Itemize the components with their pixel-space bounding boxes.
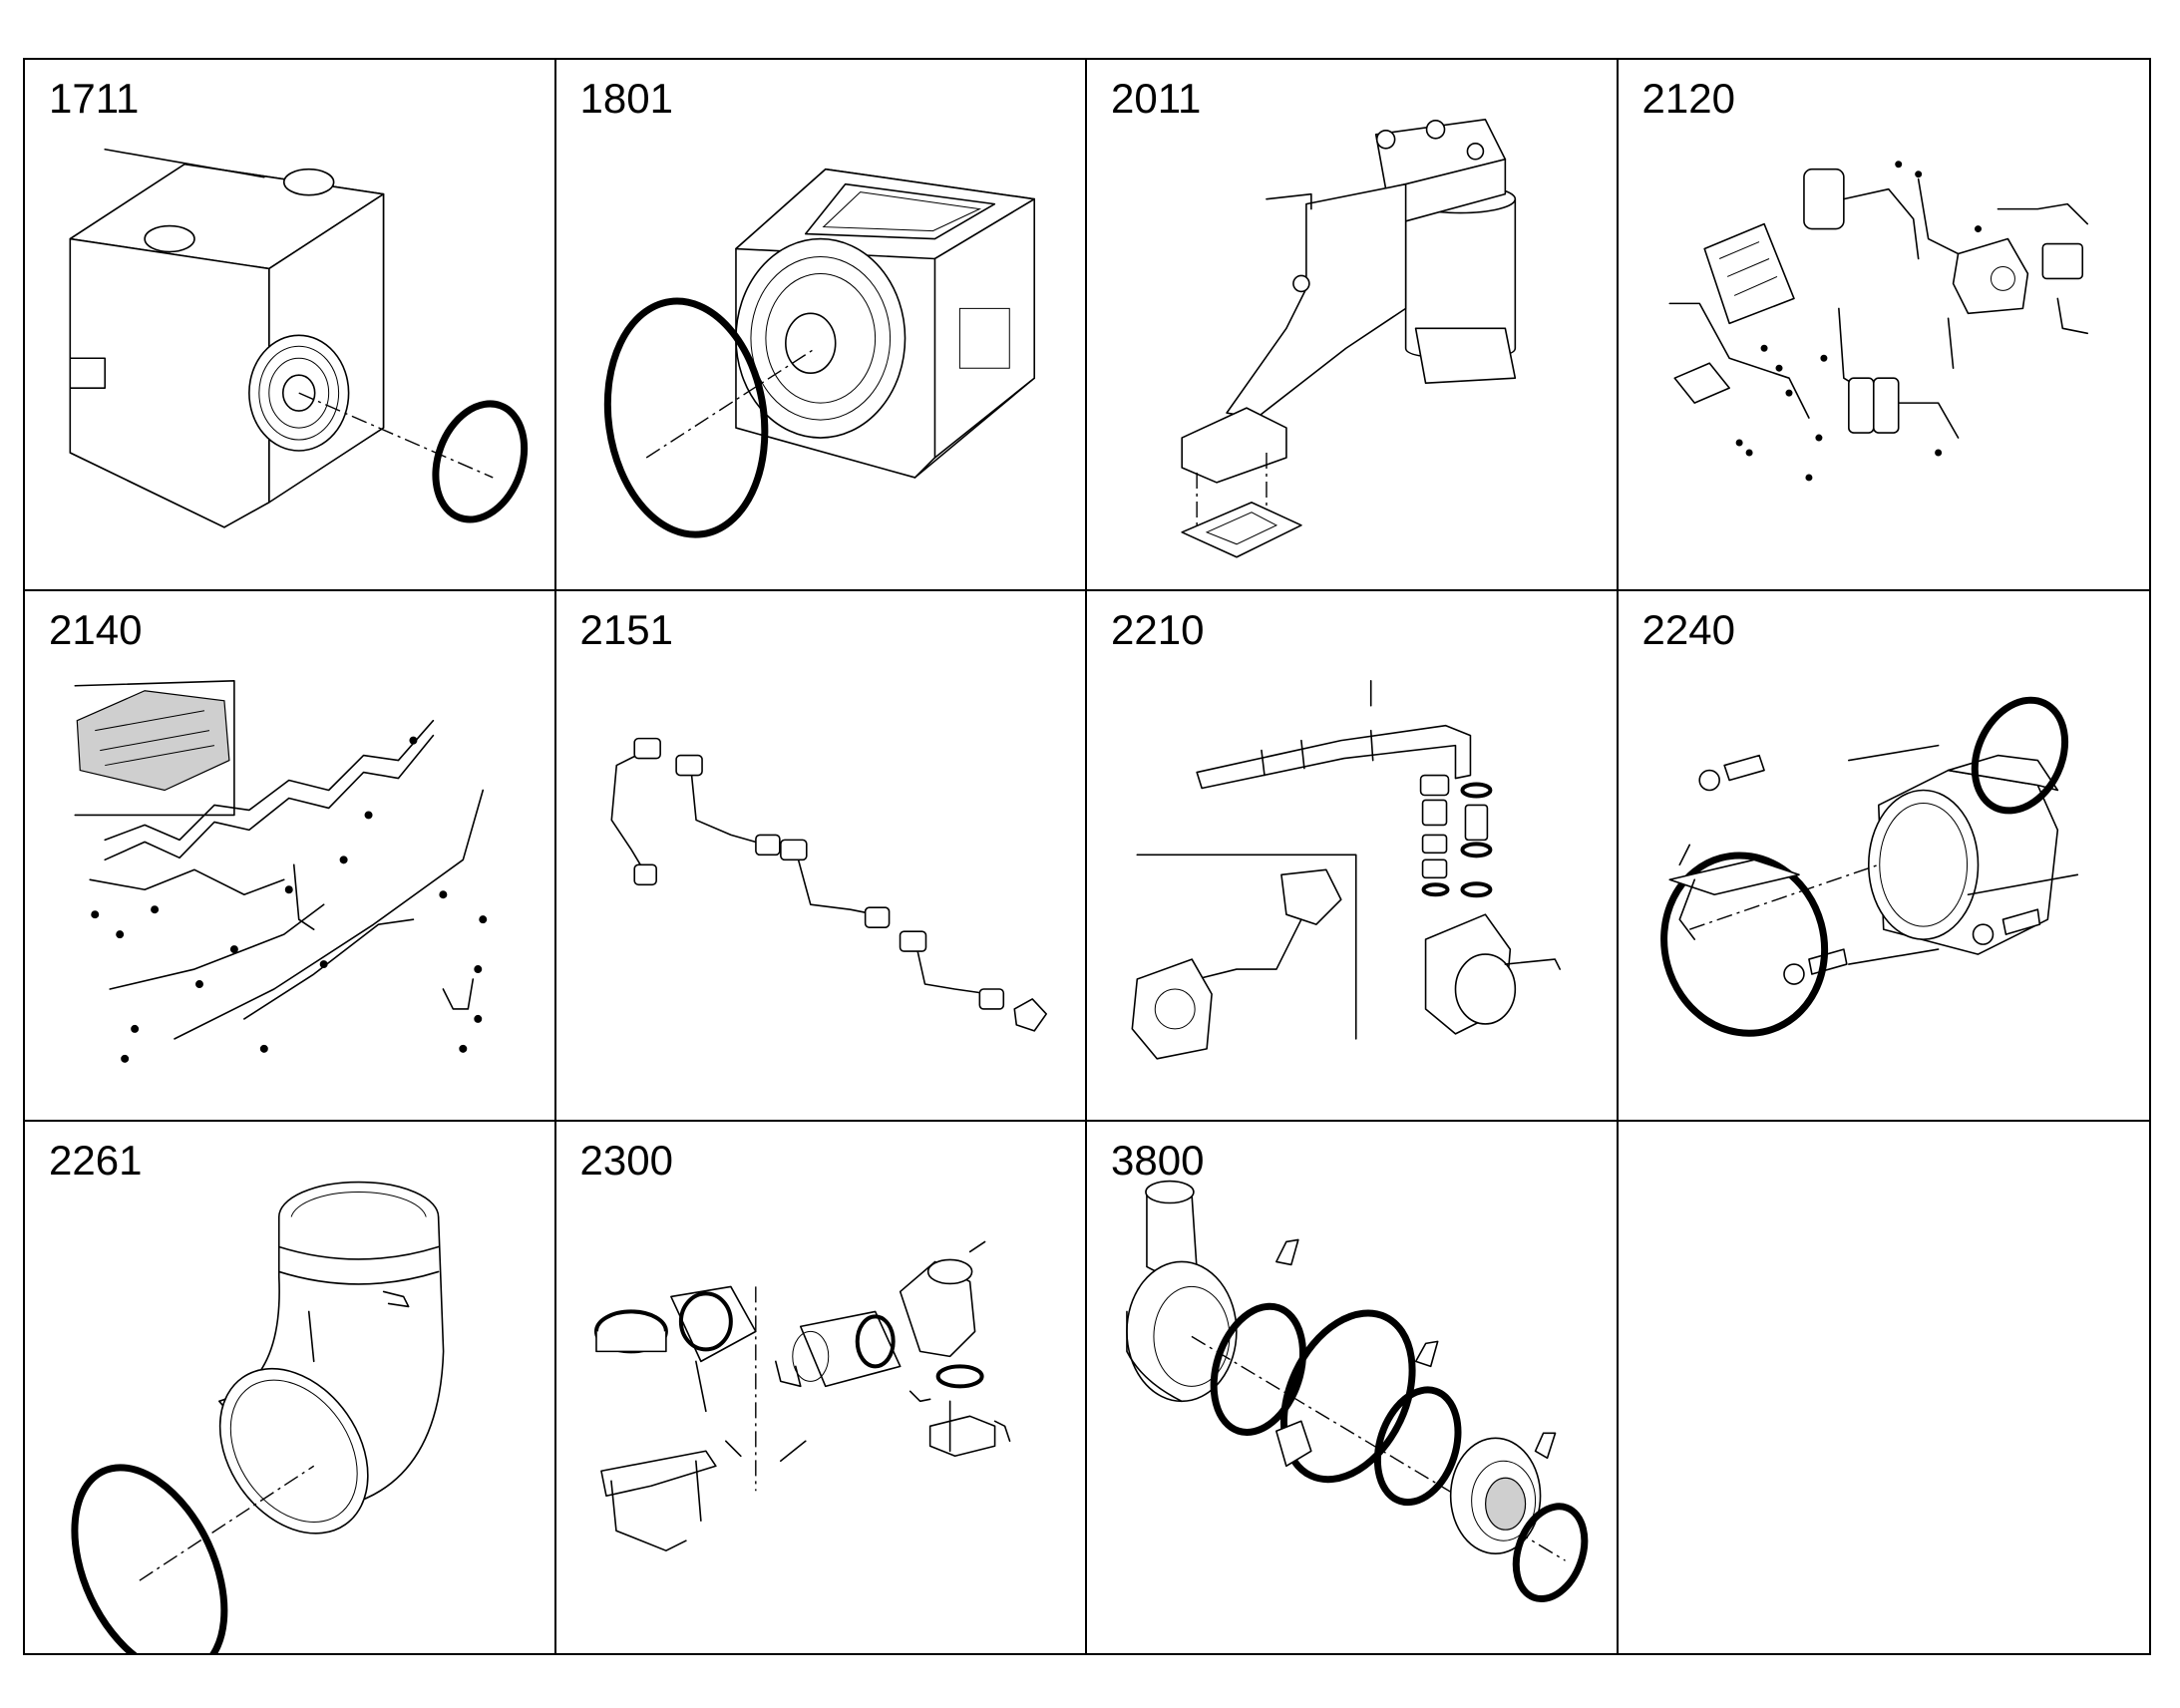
cell-code: 2120	[1641, 75, 1735, 122]
exhaust-flange-clamp-icon	[1619, 591, 2150, 1121]
cell-2011[interactable]: 2011	[1087, 60, 1619, 591]
cell-code: 2261	[49, 1137, 143, 1185]
intake-pipe-icon	[1087, 591, 1617, 1121]
turbocharger-clamps-icon	[1087, 1122, 1617, 1653]
cell-1711[interactable]: 1711	[25, 60, 556, 591]
cell-2210[interactable]: 2210	[1087, 590, 1619, 1123]
cell-3800[interactable]: 3800	[1087, 1122, 1619, 1653]
injection-pipes-icon	[556, 591, 1086, 1121]
cell-2261[interactable]: 2261	[25, 1122, 556, 1653]
cell-2151[interactable]: 2151	[555, 590, 1087, 1123]
cell-empty	[1619, 1122, 2150, 1653]
parts-group-grid: 1711 1801	[23, 58, 2151, 1655]
cell-2240[interactable]: 2240	[1618, 591, 2150, 1123]
cell-2140[interactable]: 2140	[25, 590, 556, 1123]
cell-code: 2210	[1111, 605, 1205, 653]
cell-2120[interactable]: 2120	[1618, 60, 2150, 591]
cell-code: 2140	[49, 605, 143, 653]
cell-code: 2240	[1641, 605, 1735, 653]
cell-code: 2011	[1111, 75, 1202, 122]
injection-lines-icon	[25, 591, 554, 1121]
fuel-filter-bracket-icon	[1087, 60, 1617, 589]
fuel-system-overview-icon	[1619, 60, 2150, 589]
cell-code: 2151	[579, 605, 673, 653]
cell-1801[interactable]: 1801	[555, 60, 1087, 591]
cell-2300[interactable]: 2300	[556, 1122, 1087, 1653]
exhaust-elbow-icon	[25, 1122, 554, 1653]
exhaust-pipe-clamps-icon	[556, 1122, 1086, 1653]
cell-code: 3800	[1111, 1137, 1205, 1185]
flywheel-housing-icon	[556, 60, 1086, 589]
cell-code: 1801	[579, 75, 673, 122]
cell-code: 2300	[579, 1137, 673, 1185]
cell-code: 1711	[49, 75, 140, 122]
housing-with-seal-ring-icon	[25, 60, 554, 589]
